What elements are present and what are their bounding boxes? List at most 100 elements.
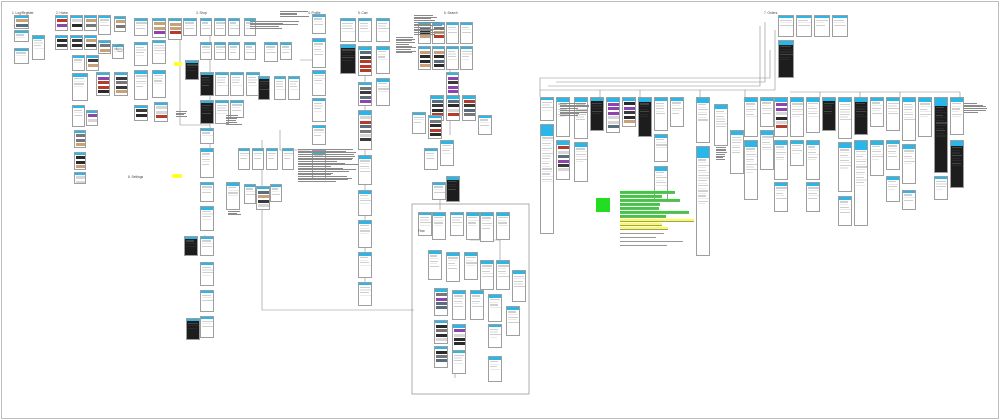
list-row bbox=[808, 154, 819, 156]
list-row bbox=[888, 105, 897, 107]
list-row bbox=[466, 264, 475, 267]
screen-mockup bbox=[154, 102, 168, 122]
screen-header-bar bbox=[99, 16, 110, 18]
screen-mockup bbox=[274, 76, 286, 100]
screen-header-bar bbox=[201, 43, 211, 45]
screen-header-bar bbox=[257, 187, 269, 190]
list-row bbox=[576, 119, 585, 121]
note-line bbox=[298, 167, 344, 169]
list-row bbox=[952, 165, 963, 167]
note-line bbox=[298, 155, 355, 157]
list-row bbox=[448, 55, 457, 58]
list-row bbox=[290, 88, 298, 90]
list-row bbox=[698, 161, 707, 164]
list-row bbox=[792, 147, 801, 149]
screen-mockup bbox=[744, 97, 758, 137]
list-row bbox=[920, 103, 931, 105]
list-row bbox=[468, 222, 476, 224]
list-row bbox=[746, 153, 756, 155]
product-thumbnail bbox=[360, 95, 371, 99]
list-row bbox=[698, 109, 708, 111]
list-row bbox=[360, 225, 370, 227]
list-row bbox=[228, 192, 238, 194]
list-row bbox=[272, 188, 279, 190]
list-row bbox=[314, 131, 325, 134]
screen-mockup bbox=[778, 40, 794, 78]
list-row bbox=[776, 189, 785, 192]
screen-header-bar bbox=[855, 98, 867, 102]
list-row bbox=[904, 150, 914, 152]
list-row bbox=[490, 363, 500, 365]
screen-mockup bbox=[72, 105, 85, 127]
list-row bbox=[342, 30, 355, 32]
list-row bbox=[498, 267, 507, 270]
screen-header-bar bbox=[557, 98, 569, 102]
screen-header-bar bbox=[73, 106, 84, 109]
list-row bbox=[276, 80, 283, 82]
screen-header-bar bbox=[56, 16, 67, 18]
screen-mockup bbox=[886, 97, 900, 131]
list-row bbox=[542, 170, 552, 173]
list-row bbox=[732, 149, 740, 151]
list-row bbox=[254, 157, 261, 159]
list-row bbox=[136, 77, 147, 80]
screen-header-bar bbox=[481, 261, 493, 264]
list-row bbox=[762, 141, 770, 143]
list-row bbox=[746, 171, 754, 173]
product-thumbnail bbox=[434, 50, 444, 54]
product-thumbnail bbox=[420, 55, 430, 59]
screen-mockup bbox=[838, 142, 852, 192]
list-row bbox=[824, 113, 833, 115]
note-line bbox=[226, 118, 237, 120]
list-row bbox=[246, 48, 254, 51]
list-row bbox=[808, 148, 817, 151]
screen-mockup bbox=[412, 112, 426, 134]
list-row bbox=[268, 155, 276, 157]
list-row bbox=[314, 134, 322, 136]
list-row bbox=[904, 194, 913, 196]
highlight-line bbox=[620, 190, 675, 194]
list-row bbox=[542, 160, 552, 162]
list-row bbox=[454, 357, 462, 359]
list-row bbox=[314, 129, 325, 131]
list-row bbox=[936, 180, 946, 182]
screen-header-bar bbox=[153, 41, 165, 44]
note-line bbox=[396, 42, 415, 43]
list-row bbox=[378, 27, 389, 30]
screen-mockup bbox=[654, 134, 668, 162]
list-row bbox=[448, 188, 456, 190]
list-row bbox=[154, 49, 165, 52]
list-row bbox=[856, 113, 864, 115]
list-row bbox=[952, 116, 962, 118]
screen-mockup bbox=[168, 18, 182, 40]
product-thumbnail bbox=[464, 113, 475, 117]
screen-mockup bbox=[512, 270, 526, 302]
list-row bbox=[360, 170, 370, 172]
list-row bbox=[824, 102, 834, 104]
screen-mockup bbox=[446, 22, 459, 44]
screen-header-bar bbox=[359, 191, 371, 194]
list-row bbox=[154, 44, 165, 46]
product-thumbnail bbox=[57, 39, 67, 43]
list-row bbox=[498, 217, 509, 219]
list-row bbox=[74, 61, 82, 64]
list-row bbox=[136, 80, 146, 82]
list-row bbox=[314, 77, 325, 79]
screen-mockup bbox=[432, 182, 446, 200]
list-row bbox=[888, 153, 896, 155]
screen-mockup bbox=[215, 100, 229, 124]
list-row bbox=[542, 168, 552, 170]
list-row bbox=[640, 108, 648, 110]
list-row bbox=[448, 50, 455, 52]
list-row bbox=[780, 53, 793, 56]
list-row bbox=[808, 102, 819, 105]
screen-mockup bbox=[376, 78, 390, 106]
product-thumbnail bbox=[360, 91, 371, 95]
screen-header-bar bbox=[15, 31, 28, 33]
product-thumbnail bbox=[86, 39, 96, 43]
list-row bbox=[16, 36, 25, 39]
screen-mockup bbox=[590, 97, 604, 131]
list-row bbox=[448, 183, 456, 185]
list-row bbox=[276, 88, 285, 90]
note-line bbox=[280, 12, 297, 14]
